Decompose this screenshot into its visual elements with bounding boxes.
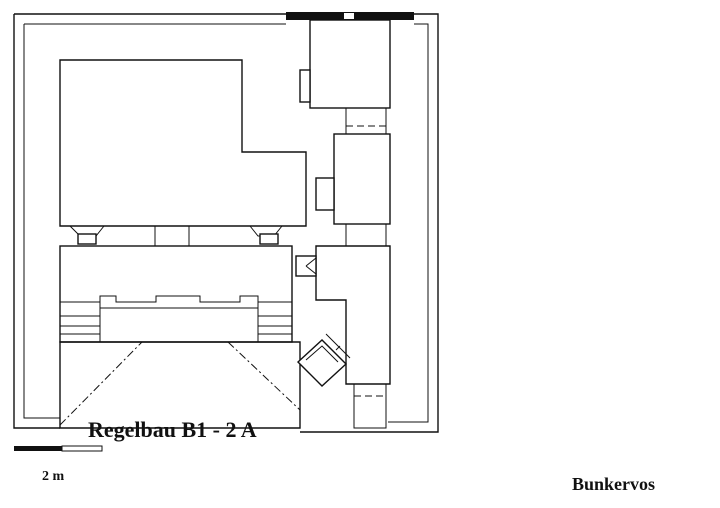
side-rooms: [295, 19, 391, 429]
main-room: [59, 59, 307, 247]
diagonal-embrasure: [296, 333, 351, 387]
scale-label: 2 m: [42, 469, 65, 484]
entrance-bar: [286, 12, 414, 20]
scale-bar: [14, 445, 103, 452]
outer-wall: [13, 13, 439, 433]
credit-text: Bunkervos: [572, 474, 655, 494]
foundation: [59, 341, 301, 429]
lower-room: [59, 245, 293, 343]
plan-title: Regelbau B1 - 2 A: [88, 417, 257, 442]
